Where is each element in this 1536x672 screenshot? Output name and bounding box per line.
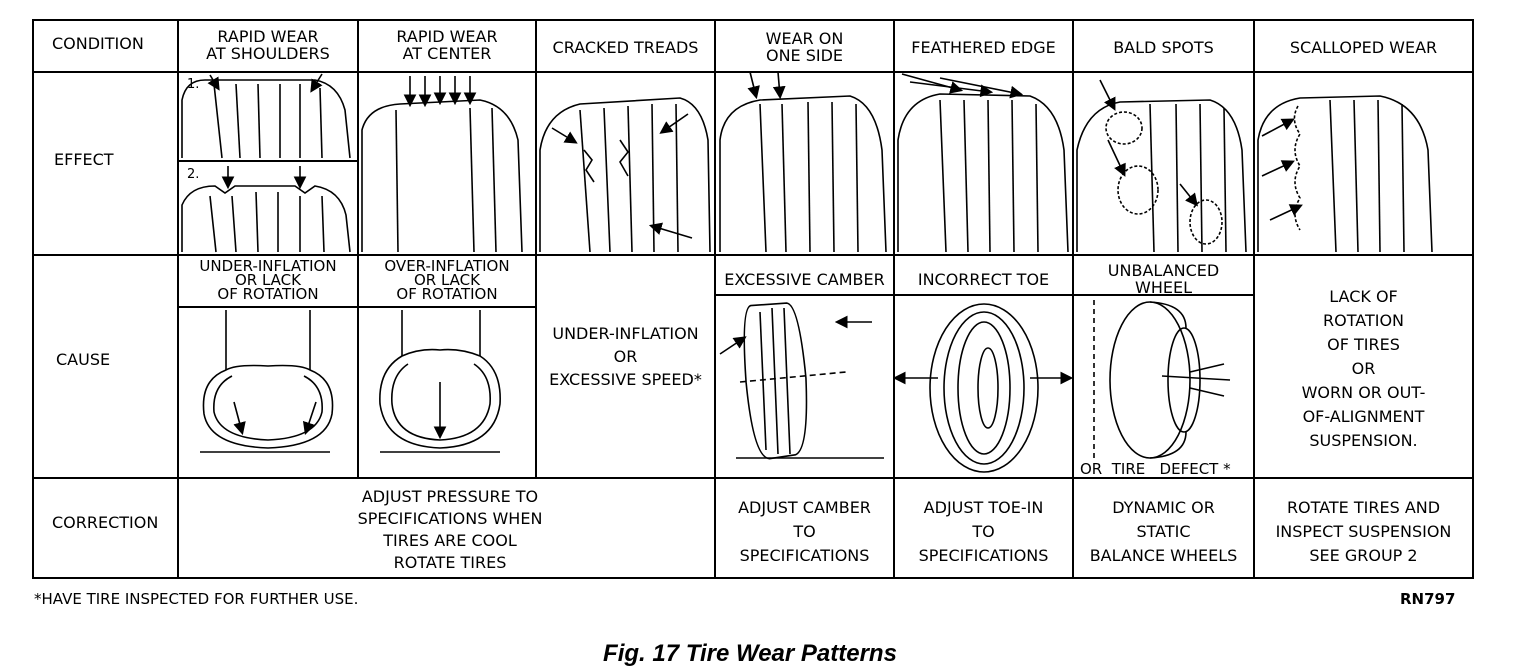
condition-wear-one-side: WEAR ON ONE SIDE: [765, 29, 844, 65]
cause-cracked: UNDER-INFLATION OR EXCESSIVE SPEED*: [549, 324, 702, 389]
cause-scalloped: LACK OF ROTATION OF TIRES OR WORN OR OUT…: [1301, 287, 1426, 450]
effect-marker-1: 1.: [187, 77, 200, 92]
condition-scalloped-wear: SCALLOPED WEAR: [1289, 38, 1438, 57]
cause-bald: UNBALANCED WHEEL: [1107, 261, 1220, 297]
effect-illustrations: [182, 72, 1432, 252]
effect-marker-2: 2.: [187, 167, 200, 182]
correction-rotate: ROTATE TIRES AND INSPECT SUSPENSION SEE …: [1275, 498, 1452, 565]
row-label-cause: CAUSE: [56, 350, 111, 369]
figure-caption: Fig. 17 Tire Wear Patterns: [603, 640, 897, 667]
cause-illustrations: [200, 300, 1230, 472]
condition-feathered-edge: FEATHERED EDGE: [911, 38, 1056, 57]
condition-rapid-wear-shoulders: RAPID WEAR AT SHOULDERS: [206, 27, 330, 63]
cause-center: OVER-INFLATION OR LACK OF ROTATION: [384, 257, 510, 303]
cause-bald-extra: OR TIRE DEFECT *: [1080, 460, 1231, 478]
row-label-correction: CORRECTION: [52, 513, 159, 532]
footnote: *HAVE TIRE INSPECTED FOR FURTHER USE.: [34, 590, 359, 608]
reference-code: RN797: [1400, 590, 1456, 608]
correction-toe: ADJUST TOE-IN TO SPECIFICATIONS: [918, 498, 1049, 565]
cause-shoulders: UNDER-INFLATION OR LACK OF ROTATION: [199, 257, 337, 303]
cause-feathered: INCORRECT TOE: [917, 270, 1050, 289]
condition-rapid-wear-center: RAPID WEAR AT CENTER: [396, 27, 498, 63]
correction-camber: ADJUST CAMBER TO SPECIFICATIONS: [738, 498, 871, 565]
condition-bald-spots: BALD SPOTS: [1113, 38, 1214, 57]
correction-balance: DYNAMIC OR STATIC BALANCE WHEELS: [1089, 498, 1238, 565]
condition-cracked-treads: CRACKED TREADS: [552, 38, 699, 57]
row-label-effect: EFFECT: [54, 150, 114, 169]
row-label-condition: CONDITION: [52, 34, 144, 53]
cause-one-side: EXCESSIVE CAMBER: [724, 270, 885, 289]
correction-pressure: ADJUST PRESSURE TO SPECIFICATIONS WHEN T…: [357, 487, 543, 572]
